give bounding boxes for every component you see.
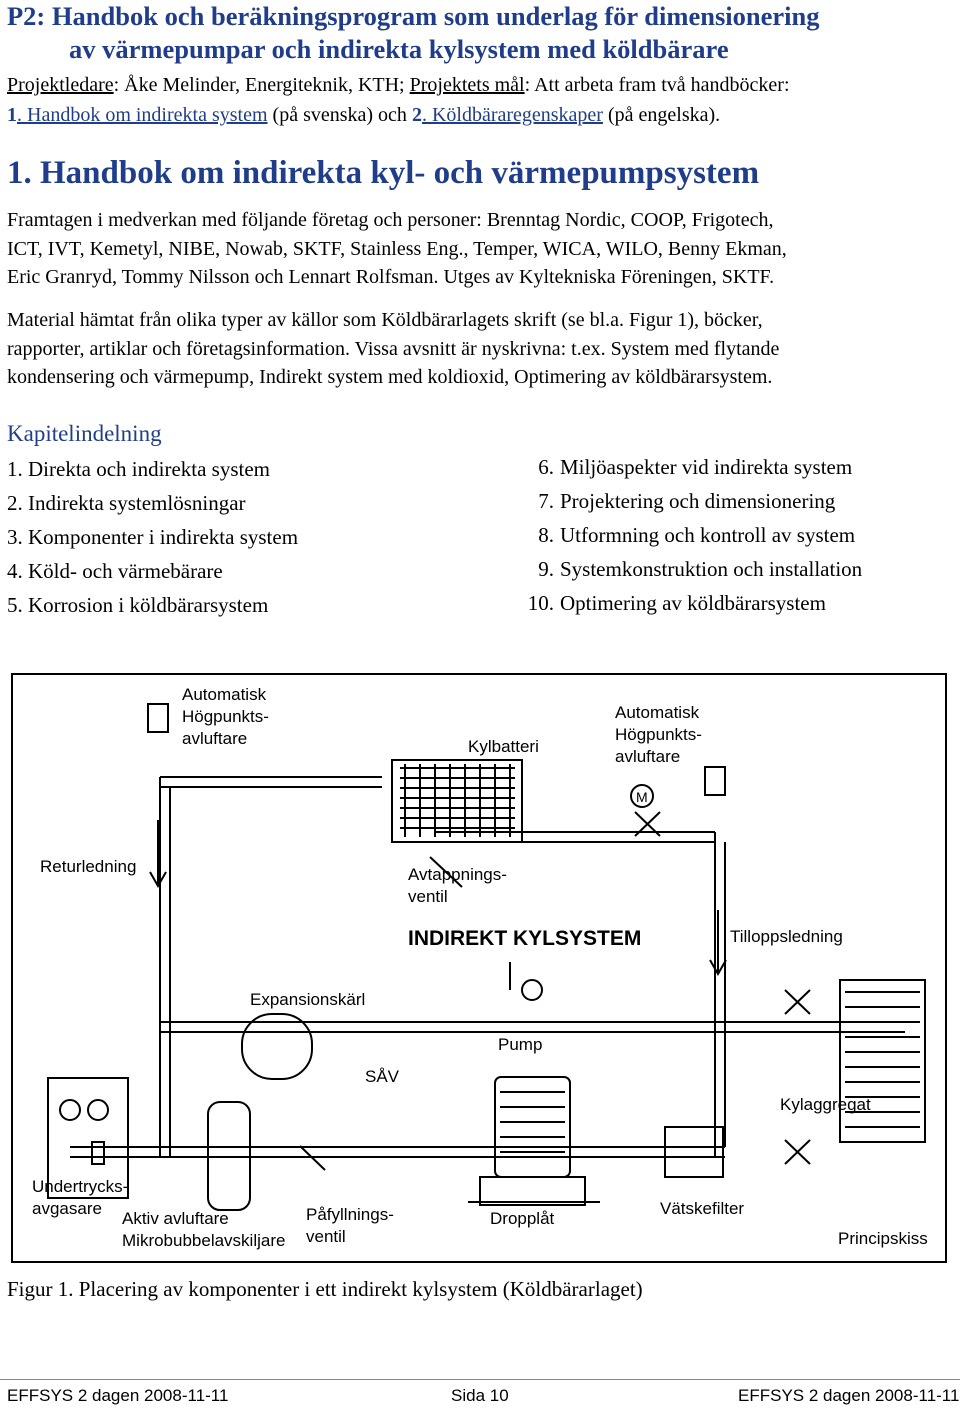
label-auto-left: avluftare [182, 729, 247, 748]
project-handbooks-line: 1. Handbok om indirekta system (på svens… [7, 104, 720, 127]
pump [479, 979, 586, 1206]
project-leader-label: Projektledare [7, 74, 114, 96]
chapter-item: 5. Korrosion i köldbärarsystem [7, 593, 269, 617]
chapter-item: Utformning och kontroll av system [560, 523, 856, 547]
label-auto-right: avluftare [615, 747, 680, 766]
liquid-filter [664, 1126, 724, 1178]
diagram-title: INDIREKT KYLSYSTEM [408, 927, 641, 950]
valve [784, 1139, 811, 1165]
chapter-item: Projektering och dimensionering [560, 489, 836, 513]
paragraph-line: rapporter, artiklar och företagsinformat… [7, 337, 780, 360]
label-pafyllning: ventil [306, 1227, 346, 1246]
chapter-item: Systemkonstruktion och installation [560, 557, 863, 581]
footer-rule [0, 1379, 960, 1380]
chapter-item: 4. Köld- och värmebärare [7, 559, 223, 583]
paragraph-line: ICT, IVT, Kemetyl, NIBE, Nowab, SKTF, St… [7, 237, 787, 260]
label-auto-right: Högpunkts- [615, 725, 702, 744]
footer-right: EFFSYS 2 dagen 2008-11-11 [738, 1386, 960, 1405]
chapter-number: 10. [527, 591, 554, 615]
label-auto-left: Automatisk [182, 685, 267, 704]
chapter-number: 7. [538, 489, 554, 513]
paragraph-line: Eric Granryd, Tommy Nilsson och Lennart … [7, 266, 775, 288]
label-avtappning: Avtappnings- [408, 865, 507, 884]
diagram-frame [11, 673, 947, 1263]
expansion-vessel [241, 1013, 313, 1080]
label-kylaggregat: Kylaggregat [780, 1095, 871, 1114]
label-dropplat: Dropplåt [490, 1209, 555, 1228]
chapter-number: 9. [538, 557, 554, 581]
handbook-2-note: (på engelska). [602, 104, 721, 126]
motor-label: M [636, 789, 648, 805]
title-line-1: P2: Handbok och beräkningsprogram som un… [7, 1, 820, 31]
label-undertryck: avgasare [32, 1199, 102, 1218]
section-heading: 1. Handbok om indirekta kyl- och värmepu… [7, 155, 760, 191]
handbook-1-note: (på svenska) och [267, 104, 412, 126]
handbook-1-link[interactable]: . Handbok om indirekta system [17, 104, 268, 126]
paragraph-line: Framtagen i medverkan med följande föret… [7, 209, 774, 231]
title-line-2: av värmepumpar och indirekta kylsystem m… [69, 34, 729, 64]
project-goal-label: Projektets mål [409, 74, 525, 96]
chapter-item: 1. Direkta och indirekta system [7, 457, 271, 481]
paragraph-line: kondensering och värmepump, Indirekt sys… [7, 366, 773, 388]
figure-caption: Figur 1. Placering av komponenter i ett … [7, 1277, 643, 1301]
label-pafyllning: Påfyllnings- [306, 1205, 394, 1224]
label-aktiv: Aktiv avluftare [122, 1209, 229, 1228]
label-auto-left: Högpunkts- [182, 707, 269, 726]
contributors-paragraph: Framtagen i medverkan med följande föret… [7, 206, 787, 292]
valve [634, 811, 661, 837]
chapter-number: 6. [538, 455, 554, 479]
chapter-item: 2. Indirekta systemlösningar [7, 491, 246, 515]
project-leader-line: Projektledare: Åke Melinder, Energitekni… [7, 74, 790, 97]
label-pump: Pump [498, 1035, 542, 1054]
pipe-loop [70, 776, 905, 1158]
handbook-1-number: 1 [7, 104, 17, 126]
material-paragraph: Material hämtat från olika typer av käll… [7, 306, 779, 392]
label-principskiss: Principskiss [838, 1229, 928, 1248]
chapter-item: Miljöaspekter vid indirekta system [560, 455, 853, 479]
air-separator [207, 1101, 251, 1211]
vacuum-degasser [47, 1077, 129, 1199]
label-kylbatteri: Kylbatteri [468, 737, 539, 756]
air-vent-right [704, 766, 726, 796]
label-expansion: Expansionskärl [250, 990, 365, 1009]
label-undertryck: Undertrycks- [32, 1177, 128, 1196]
leader-line [429, 856, 463, 888]
valve [784, 989, 811, 1015]
label-tillopp: Tilloppsledning [730, 927, 843, 946]
chiller-unit [839, 979, 926, 1143]
footer-left: EFFSYS 2 dagen 2008-11-11 [7, 1386, 229, 1405]
handbook-2-link[interactable]: . Köldbäraregenskaper [421, 104, 603, 126]
chapter-number: 8. [538, 523, 554, 547]
cooling-coil [391, 759, 523, 843]
project-goal-value: : Att arbeta fram två handböcker: [524, 74, 790, 96]
project-leader-value: : Åke Melinder, Energiteknik, KTH; [113, 74, 410, 96]
system-diagram: INDIREKT KYLSYSTEM Automatisk Högpunkts-… [11, 673, 947, 1263]
paragraph-line: Material hämtat från olika typer av käll… [7, 309, 763, 331]
label-returledning: Returledning [40, 857, 136, 876]
label-vatskefilter: Vätskefilter [660, 1199, 744, 1218]
chapter-item: 3. Komponenter i indirekta system [7, 525, 299, 549]
air-vent-left [147, 703, 169, 733]
handbook-2-number: 2 [411, 104, 422, 126]
label-sav: SÅV [365, 1067, 400, 1086]
page-title: P2: Handbok och beräkningsprogram som un… [7, 0, 820, 66]
chapter-item: Optimering av köldbärarsystem [560, 591, 826, 615]
label-auto-right: Automatisk [615, 703, 700, 722]
footer-page: Sida 10 [451, 1386, 509, 1405]
label-avtappning: ventil [408, 887, 448, 906]
chapters-heading: Kapitelindelning [7, 421, 162, 446]
valve [299, 1145, 326, 1171]
flow-arrow [149, 820, 167, 889]
flow-arrow [709, 910, 727, 977]
label-aktiv: Mikrobubbelavskiljare [122, 1231, 285, 1250]
motor-valve [630, 784, 654, 808]
